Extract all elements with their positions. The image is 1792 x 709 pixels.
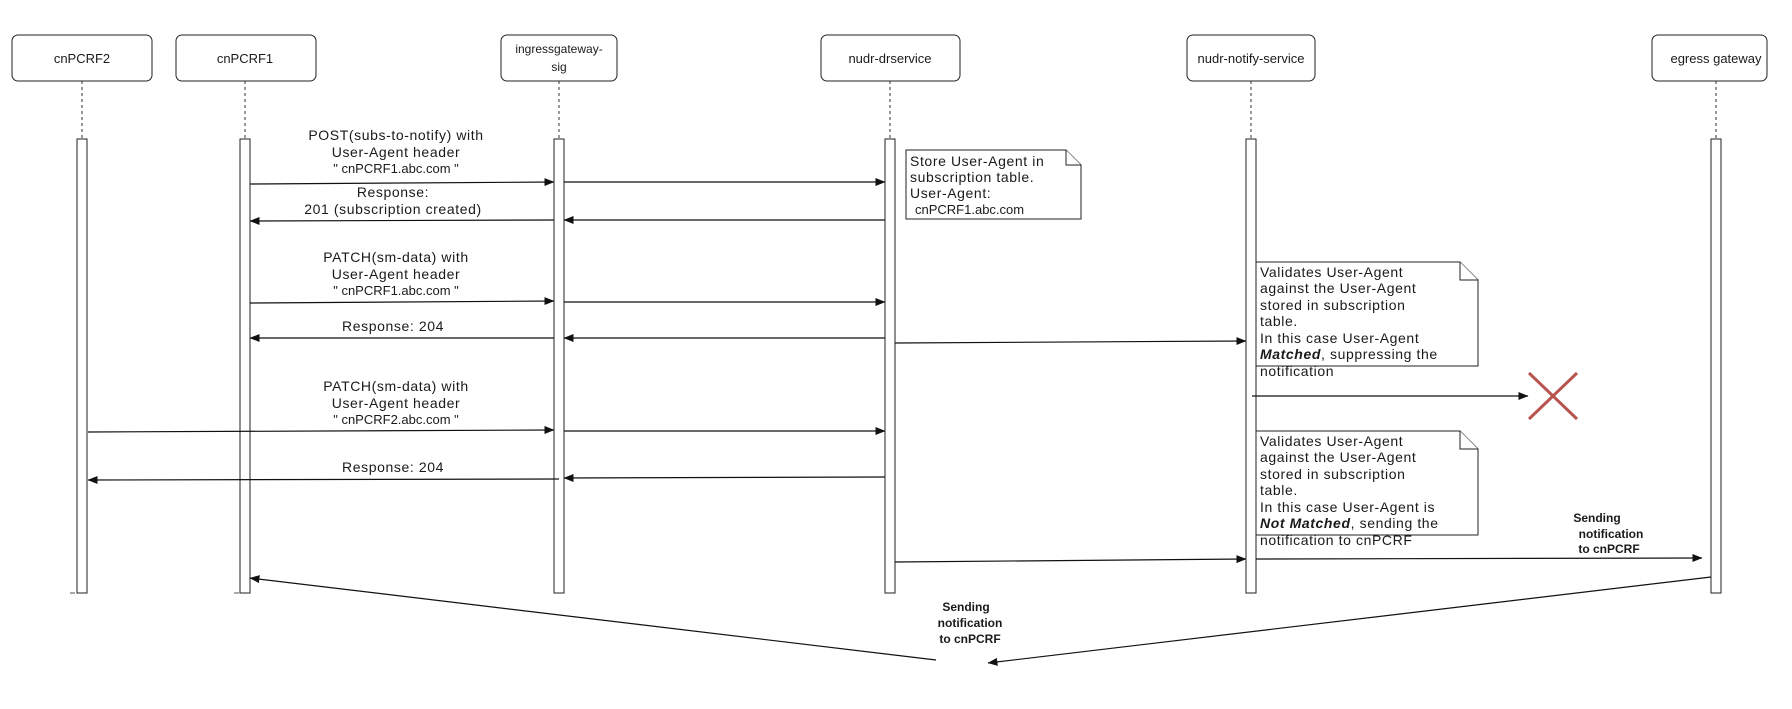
message-label-line1: Sending xyxy=(1573,511,1620,525)
message-label-line1: Sending xyxy=(942,600,989,614)
suppressed-notification xyxy=(1252,371,1579,421)
message-egress-to-cnpcrf1: Sending notification to cnPCRF xyxy=(249,575,1712,666)
message-arrow xyxy=(1255,554,1703,563)
message-arrow xyxy=(87,426,555,435)
participant-label-line1: ingressgateway- xyxy=(515,42,602,56)
message-label-line3: to cnPCRF xyxy=(1578,542,1639,556)
message-label-line3: " cnPCRF1.abc.com " xyxy=(333,283,459,298)
message-label-line2: User-Agent header xyxy=(332,266,461,282)
note-emphasis: Matched xyxy=(1260,346,1321,362)
note-line1: Store User-Agent in xyxy=(910,153,1044,169)
message-arrow xyxy=(249,575,937,661)
activation-bar xyxy=(884,138,896,594)
participant-egress-gateway: egress gateway xyxy=(1651,34,1768,594)
message-arrow xyxy=(563,473,886,482)
message-arrow xyxy=(987,576,1712,666)
message-patch-cnpcrf1: PATCH(sm-data) with User-Agent header " … xyxy=(249,249,886,306)
note-line4: cnPCRF1.abc.com xyxy=(915,202,1024,217)
participant-ingressgateway: ingressgateway- sig xyxy=(500,34,618,594)
note-line1: Validates User-Agent xyxy=(1260,264,1403,280)
note-store-user-agent: Store User-Agent in subscription table. … xyxy=(905,149,1082,220)
message-arrow xyxy=(87,475,560,484)
note-line3: stored in subscription xyxy=(1260,297,1406,313)
note-line6-rest: , sending the xyxy=(1351,515,1439,531)
activation-bar xyxy=(239,138,251,594)
note-line3: User-Agent: xyxy=(910,185,991,201)
message-patch-cnpcrf2: PATCH(sm-data) with User-Agent header " … xyxy=(87,378,886,435)
note-line4: table. xyxy=(1260,313,1298,329)
message-arrow xyxy=(249,216,555,225)
note-line2: against the User-Agent xyxy=(1260,280,1416,296)
participant-nudr-notify-service: nudr-notify-service xyxy=(1186,34,1316,594)
participant-label: nudr-notify-service xyxy=(1198,51,1305,66)
message-label: Response: 204 xyxy=(342,318,444,334)
message-arrow xyxy=(249,178,555,187)
message-response-201: Response: 201 (subscription created) xyxy=(249,184,885,225)
message-label-line2: 201 (subscription created) xyxy=(304,201,481,217)
participant-label: egress gateway xyxy=(1670,51,1762,66)
message-label-line1: POST(subs-to-notify) with xyxy=(308,127,483,143)
activation-bar xyxy=(76,138,88,594)
participant-label: cnPCRF1 xyxy=(217,51,273,66)
message-label-line2: User-Agent header xyxy=(332,395,461,411)
note-line3: stored in subscription xyxy=(1260,466,1406,482)
participant-cnpcrf2: cnPCRF2 xyxy=(11,34,153,594)
suppressed-cross-icon xyxy=(1527,371,1579,421)
participant-label: cnPCRF2 xyxy=(54,51,110,66)
message-label-line3: " cnPCRF1.abc.com " xyxy=(333,161,459,176)
note-line7: notification to cnPCRF xyxy=(1260,532,1412,548)
message-notify-to-egress: Sending notification to cnPCRF xyxy=(1255,511,1703,563)
participant-nudr-drservice: nudr-drservice xyxy=(820,34,961,594)
message-arrow-notify-1 xyxy=(894,337,1247,346)
message-label-line1: Response: xyxy=(357,184,429,200)
note-user-agent-not-matched: Validates User-Agent against the User-Ag… xyxy=(1255,430,1479,548)
note-line4: table. xyxy=(1260,482,1298,498)
message-arrow xyxy=(249,297,555,306)
note-user-agent-matched: Validates User-Agent against the User-Ag… xyxy=(1255,261,1479,379)
note-line6: Matched, suppressing the xyxy=(1260,346,1438,362)
message-label-line1: PATCH(sm-data) with xyxy=(323,249,468,265)
note-line2: against the User-Agent xyxy=(1260,449,1416,465)
note-emphasis: Not Matched xyxy=(1260,515,1351,531)
note-line6: Not Matched, sending the xyxy=(1260,515,1439,531)
message-label-line3: " cnPCRF2.abc.com " xyxy=(333,412,459,427)
participant-label-line2: sig xyxy=(551,60,566,74)
note-line6-rest: , suppressing the xyxy=(1321,346,1438,362)
message-label-line3: to cnPCRF xyxy=(939,632,1000,646)
message-label-line2: notification xyxy=(1579,527,1644,541)
activation-bar xyxy=(1245,138,1257,594)
activation-bar xyxy=(1710,138,1722,594)
activation-bar xyxy=(553,138,565,594)
message-post-subs-to-notify: POST(subs-to-notify) with User-Agent hea… xyxy=(249,127,886,187)
message-arrow-notify-2 xyxy=(894,555,1247,564)
message-label-line2: User-Agent header xyxy=(332,144,461,160)
participant-label: nudr-drservice xyxy=(848,51,931,66)
note-line5: In this case User-Agent xyxy=(1260,330,1419,346)
note-line1: Validates User-Agent xyxy=(1260,433,1403,449)
message-label-line1: PATCH(sm-data) with xyxy=(323,378,468,394)
note-line7: notification xyxy=(1260,363,1334,379)
message-response-204-cnpcrf2: Response: 204 xyxy=(87,459,886,484)
note-line5: In this case User-Agent is xyxy=(1260,499,1435,515)
note-line2: subscription table. xyxy=(910,169,1034,185)
participant-cnpcrf1: cnPCRF1 xyxy=(175,34,317,594)
message-label: Response: 204 xyxy=(342,459,444,475)
message-response-204-cnpcrf1: Response: 204 xyxy=(249,318,885,342)
message-label-line2: notification xyxy=(938,616,1003,630)
